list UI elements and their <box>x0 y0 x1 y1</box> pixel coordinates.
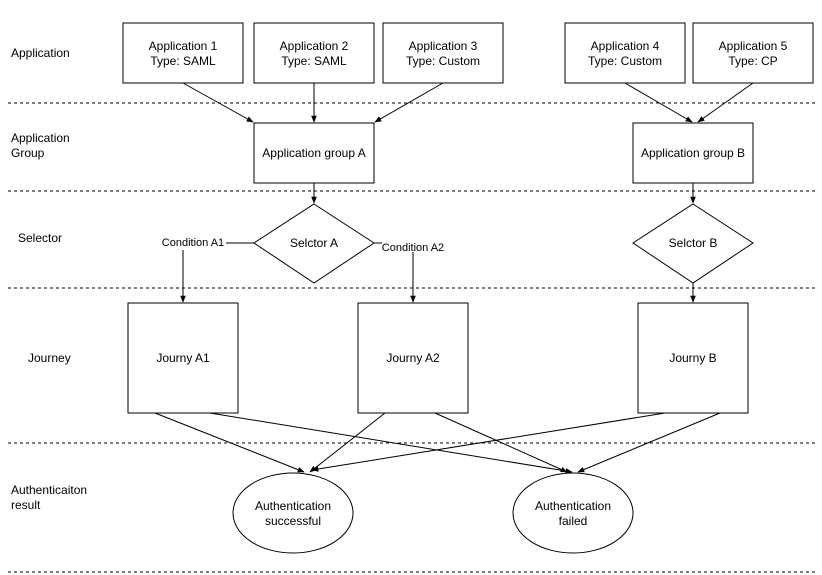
authentication-successful-line2: successful <box>265 514 321 528</box>
edge-journey-b-to-success <box>311 412 666 472</box>
authentication-failed-line2: failed <box>559 514 588 528</box>
authentication-successful-node: Authentication successful <box>232 472 354 554</box>
application-name: Application 1 <box>149 39 218 53</box>
journey-a1-node: Journy A1 <box>127 302 239 414</box>
application-node-1: Application 1 Type: SAML <box>122 22 244 84</box>
lane-labels: Application Application Group Selector J… <box>11 46 87 512</box>
selector-b-node: Selctor B <box>632 203 754 284</box>
edge-app5-to-group-b <box>697 82 754 123</box>
application-type: Type: SAML <box>281 54 347 68</box>
authentication-failed-line1: Authentication <box>535 499 611 513</box>
application-group-b-label: Application group B <box>641 146 745 160</box>
edges <box>154 82 754 474</box>
lane-label-application-group-line2: Group <box>11 146 45 160</box>
selector-a-node: Selctor A <box>253 203 375 284</box>
lane-label-application: Application <box>11 46 70 60</box>
application-type: Type: CP <box>728 54 777 68</box>
journey-b-label: Journy B <box>669 351 716 365</box>
application-group-b-node: Application group B <box>632 122 754 184</box>
edge-journey-a2-to-success <box>309 412 386 473</box>
authentication-failed-node: Authentication failed <box>512 472 634 554</box>
selector-a-label: Selctor A <box>290 236 338 250</box>
application-name: Application 4 <box>591 39 660 53</box>
edge-journey-a1-to-failed <box>209 412 573 474</box>
application-type: Type: Custom <box>588 54 662 68</box>
application-node-4: Application 4 Type: Custom <box>564 22 686 84</box>
application-type: Type: Custom <box>406 54 480 68</box>
edge-app1-to-group-a <box>182 82 254 123</box>
edge-journey-a2-to-failed <box>434 412 568 473</box>
authentication-successful-line1: Authentication <box>255 499 331 513</box>
edge-journey-b-to-failed <box>577 412 721 473</box>
application-node-2: Application 2 Type: SAML <box>253 22 375 84</box>
application-name: Application 5 <box>719 39 788 53</box>
application-node-3: Application 3 Type: Custom <box>382 22 504 84</box>
edge-app4-to-group-b <box>624 82 693 123</box>
journey-a1-label: Journy A1 <box>156 351 210 365</box>
application-group-a-node: Application group A <box>253 122 375 184</box>
condition-a1-label: Condition A1 <box>162 237 224 249</box>
journey-a2-label: Journy A2 <box>386 351 440 365</box>
application-name: Application 2 <box>280 39 349 53</box>
application-group-a-label: Application group A <box>262 146 365 160</box>
journey-b-node: Journy B <box>637 302 749 414</box>
journey-a2-node: Journy A2 <box>357 302 469 414</box>
application-node-5: Application 5 Type: CP <box>692 22 814 84</box>
application-name: Application 3 <box>409 39 478 53</box>
lane-label-result-line2: result <box>11 498 41 512</box>
lane-label-result-line1: Authenticaiton <box>11 483 87 497</box>
edge-app3-to-group-a <box>374 82 444 123</box>
lane-label-application-group-line1: Application <box>11 131 70 145</box>
edge-journey-a1-to-success <box>154 412 305 473</box>
selector-b-label: Selctor B <box>669 236 718 250</box>
lane-label-journey: Journey <box>28 351 71 365</box>
application-type: Type: SAML <box>150 54 216 68</box>
condition-a2-label: Condition A2 <box>382 242 444 254</box>
lane-label-selector: Selector <box>18 231 62 245</box>
